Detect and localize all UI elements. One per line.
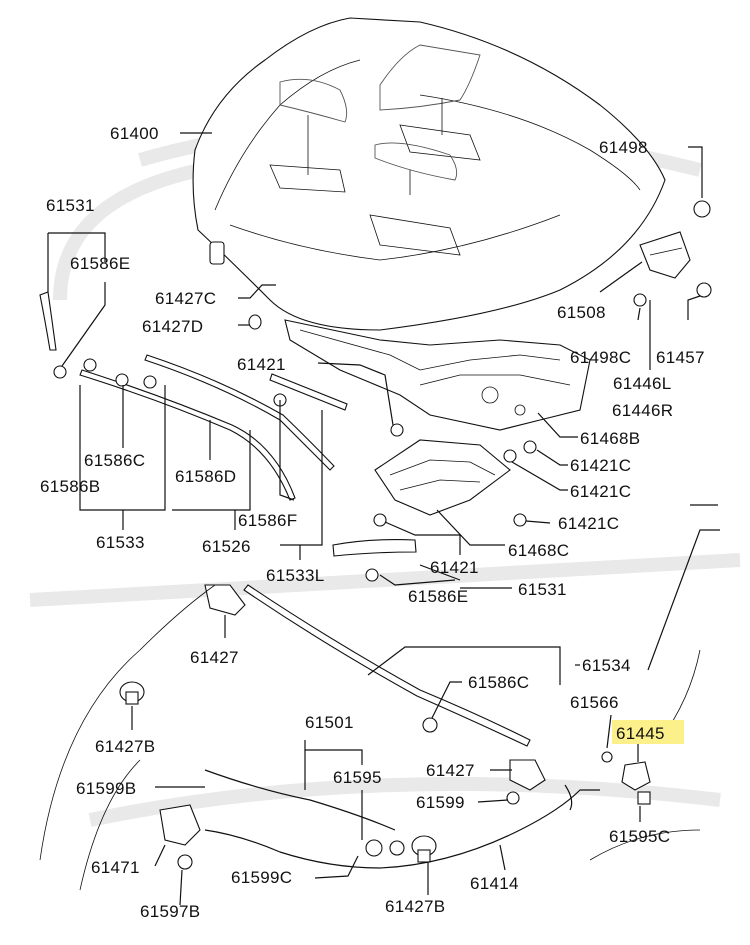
label-61468B: 61468B — [580, 429, 640, 448]
label-61533L: 61533L — [266, 566, 325, 585]
label-61400: 61400 — [110, 124, 159, 143]
label-61421C-2: 61421C — [570, 482, 631, 501]
label-61534: 61534 — [582, 656, 631, 675]
label-61427: 61427 — [190, 648, 239, 667]
label-61421C-3: 61421C — [558, 514, 619, 533]
label-61468C: 61468C — [508, 541, 569, 560]
label-61599C: 61599C — [231, 868, 292, 887]
fasteners — [53, 200, 712, 863]
part-labels: 61400 61498 61531 61586E 61427C 61427D 6… — [40, 124, 705, 921]
label-61597B: 61597B — [140, 902, 200, 921]
hood-panel — [192, 17, 666, 431]
label-61586C-right: 61586C — [468, 673, 529, 692]
label-61446L: 61446L — [613, 374, 672, 393]
label-61566: 61566 — [570, 693, 619, 712]
label-61586F: 61586F — [238, 511, 297, 530]
label-61586D: 61586D — [175, 467, 236, 486]
label-61599B: 61599B — [76, 779, 136, 798]
label-61533: 61533 — [96, 533, 145, 552]
label-61595C: 61595C — [609, 827, 670, 846]
label-61427B-left: 61427B — [95, 737, 155, 756]
label-61508: 61508 — [557, 303, 606, 322]
highlight-61445 — [612, 720, 684, 744]
label-61498: 61498 — [599, 138, 648, 157]
label-61427-low: 61427 — [426, 761, 475, 780]
label-61498C: 61498C — [570, 348, 631, 367]
release-lever-61445 — [601, 751, 651, 805]
label-61414: 61414 — [470, 874, 519, 893]
body-outline — [39, 584, 701, 891]
label-61427C: 61427C — [155, 289, 216, 308]
label-61586E-mid: 61586E — [408, 587, 468, 606]
label-61501: 61501 — [305, 713, 354, 732]
label-61586C-left: 61586C — [84, 451, 145, 470]
label-61586B: 61586B — [40, 477, 100, 496]
label-61595: 61595 — [333, 768, 382, 787]
label-61427B-bottom: 61427B — [385, 897, 445, 916]
release-cables — [204, 769, 600, 869]
label-61599: 61599 — [416, 793, 465, 812]
label-61421C-1: 61421C — [570, 456, 631, 475]
label-61427D: 61427D — [142, 317, 203, 336]
label-61471: 61471 — [91, 858, 140, 877]
label-61457: 61457 — [656, 348, 705, 367]
hood-latch-61471 — [159, 804, 201, 870]
label-61421-top: 61421 — [237, 355, 286, 374]
label-61445: 61445 — [616, 724, 665, 743]
label-61421-mid: 61421 — [430, 558, 479, 577]
label-61531-mid: 61531 — [518, 580, 567, 599]
hood-hinge — [639, 231, 691, 279]
label-61446R: 61446R — [612, 401, 673, 420]
leader-lines — [47, 132, 720, 906]
reinforcement-61468C — [374, 439, 511, 516]
label-61586E-top: 61586E — [70, 254, 130, 273]
weatherstrips — [39, 291, 531, 747]
label-61526: 61526 — [202, 537, 251, 556]
label-61531-top: 61531 — [46, 196, 95, 215]
